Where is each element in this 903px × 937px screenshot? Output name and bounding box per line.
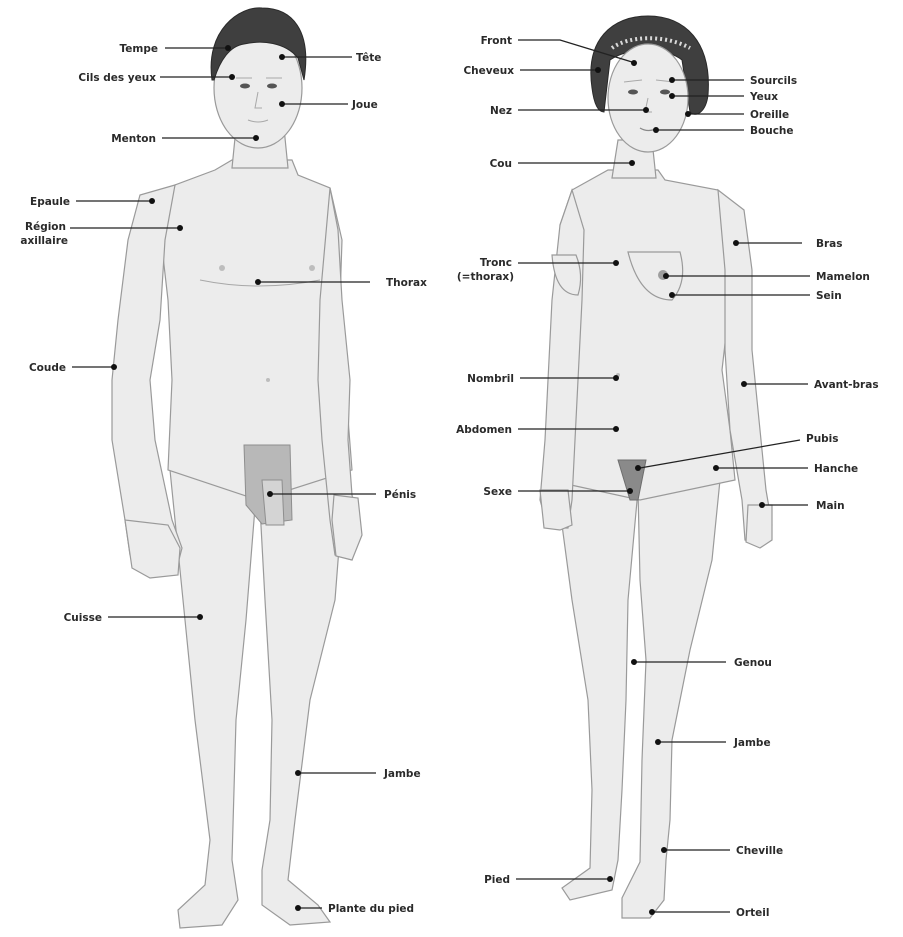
label-cils: Cils des yeux [78,72,156,84]
female-right-leg [622,480,720,918]
label-plante: Plante du pied [328,903,414,915]
label-penis: Pénis [384,489,416,501]
label-mamelon: Mamelon [816,271,870,283]
label-orteil: Orteil [736,907,769,919]
label-hanche: Hanche [814,463,858,475]
female-right-eye [660,90,670,95]
male-right-leg [258,470,345,925]
label-bras: Bras [816,238,843,250]
label-pied: Pied [484,874,510,886]
label-cheveux: Cheveux [463,65,514,77]
label-joue: Joue [351,99,378,111]
label-tempe: Tempe [120,43,158,55]
male-left-eye [240,84,250,89]
label-jambe-female: Jambe [733,737,771,749]
label-epaule: Epaule [30,196,70,208]
label-tronc: Tronc [480,257,512,269]
male-left-nipple [219,265,225,271]
male-navel [266,378,270,382]
female-left-hand [540,490,572,530]
label-thorax: Thorax [386,277,427,289]
label-coude: Coude [29,362,66,374]
label-sexe: Sexe [483,486,512,498]
label-front: Front [481,35,512,47]
label-cou: Cou [490,158,512,170]
label-sourcils: Sourcils [750,75,797,87]
male-right-eye [267,84,277,89]
label-genou: Genou [734,657,772,669]
label-cuisse: Cuisse [64,612,102,624]
label-sein: Sein [816,290,842,302]
label-oreille: Oreille [750,109,789,121]
label-tronc-thorax: (=thorax) [457,271,514,283]
male-penis-shape [262,480,284,525]
female-left-eye [628,90,638,95]
label-pubis: Pubis [806,433,839,445]
male-left-leg [170,470,258,928]
female-right-hand [746,505,772,548]
label-main: Main [816,500,845,512]
label-axillaire: axillaire [20,235,68,247]
label-nombril: Nombril [467,373,514,385]
label-yeux: Yeux [749,91,778,103]
male-right-hand [332,495,362,560]
label-nez: Nez [490,105,512,117]
label-abdomen: Abdomen [456,424,512,436]
label-bouche: Bouche [750,125,794,137]
male-figure [112,8,362,928]
label-tete: Tête [356,52,381,64]
label-region: Région [25,221,66,233]
label-cheville: Cheville [736,845,783,857]
label-avant-bras: Avant-bras [814,379,879,391]
label-menton: Menton [111,133,156,145]
female-figure [540,16,772,918]
label-jambe-male: Jambe [383,768,421,780]
female-left-leg [556,480,638,900]
male-right-nipple [309,265,315,271]
